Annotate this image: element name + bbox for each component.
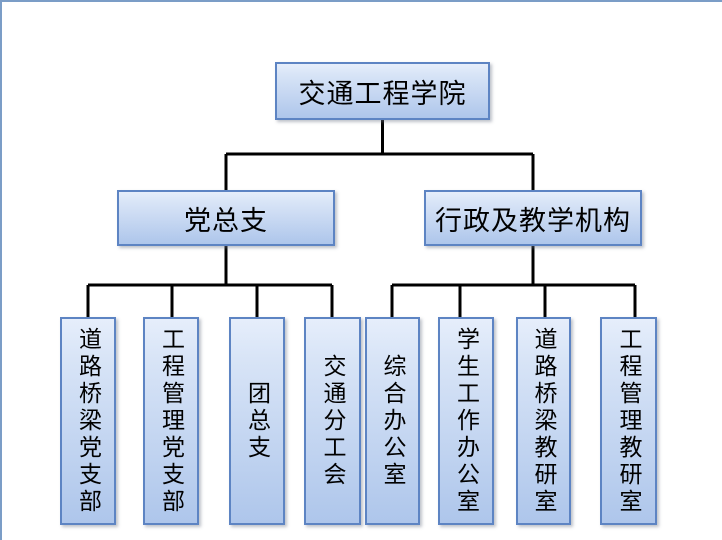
node-eng-mgmt-teaching-office-label: 工程管理教研室 [616,326,642,516]
node-road-bridge-party-branch-label: 道路桥梁党支部 [75,326,102,516]
node-eng-mgmt-party-branch: 工程管理党支部 [143,317,199,525]
node-eng-mgmt-teaching-office: 工程管理教研室 [600,317,657,525]
node-road-bridge-teaching-office: 道路桥梁教研室 [516,317,571,525]
node-admin-teaching-orgs: 行政及教学机构 [424,190,642,246]
node-college: 交通工程学院 [275,62,490,120]
node-general-office: 综合办公室 [365,317,420,525]
connector-path [86,120,637,318]
node-general-office-label: 综合办公室 [380,353,406,489]
node-traffic-union-branch-label: 交通分工会 [320,353,346,489]
node-road-bridge-party-branch: 道路桥梁党支部 [60,317,116,525]
node-student-affairs-office: 学生工作办公室 [438,317,494,525]
node-party-general-branch-label: 党总支 [184,205,268,236]
node-admin-teaching-orgs-label: 行政及教学机构 [435,205,631,236]
node-party-general-branch: 党总支 [117,190,335,246]
node-traffic-union-branch: 交通分工会 [304,317,361,525]
node-eng-mgmt-party-branch-label: 工程管理党支部 [158,326,185,516]
node-college-label: 交通工程学院 [298,78,467,109]
node-student-affairs-office-label: 学生工作办公室 [453,326,480,516]
node-youth-league-branch-label: 团总支 [244,380,271,462]
node-youth-league-branch: 团总支 [229,317,285,525]
node-road-bridge-teaching-office-label: 道路桥梁教研室 [531,326,557,516]
